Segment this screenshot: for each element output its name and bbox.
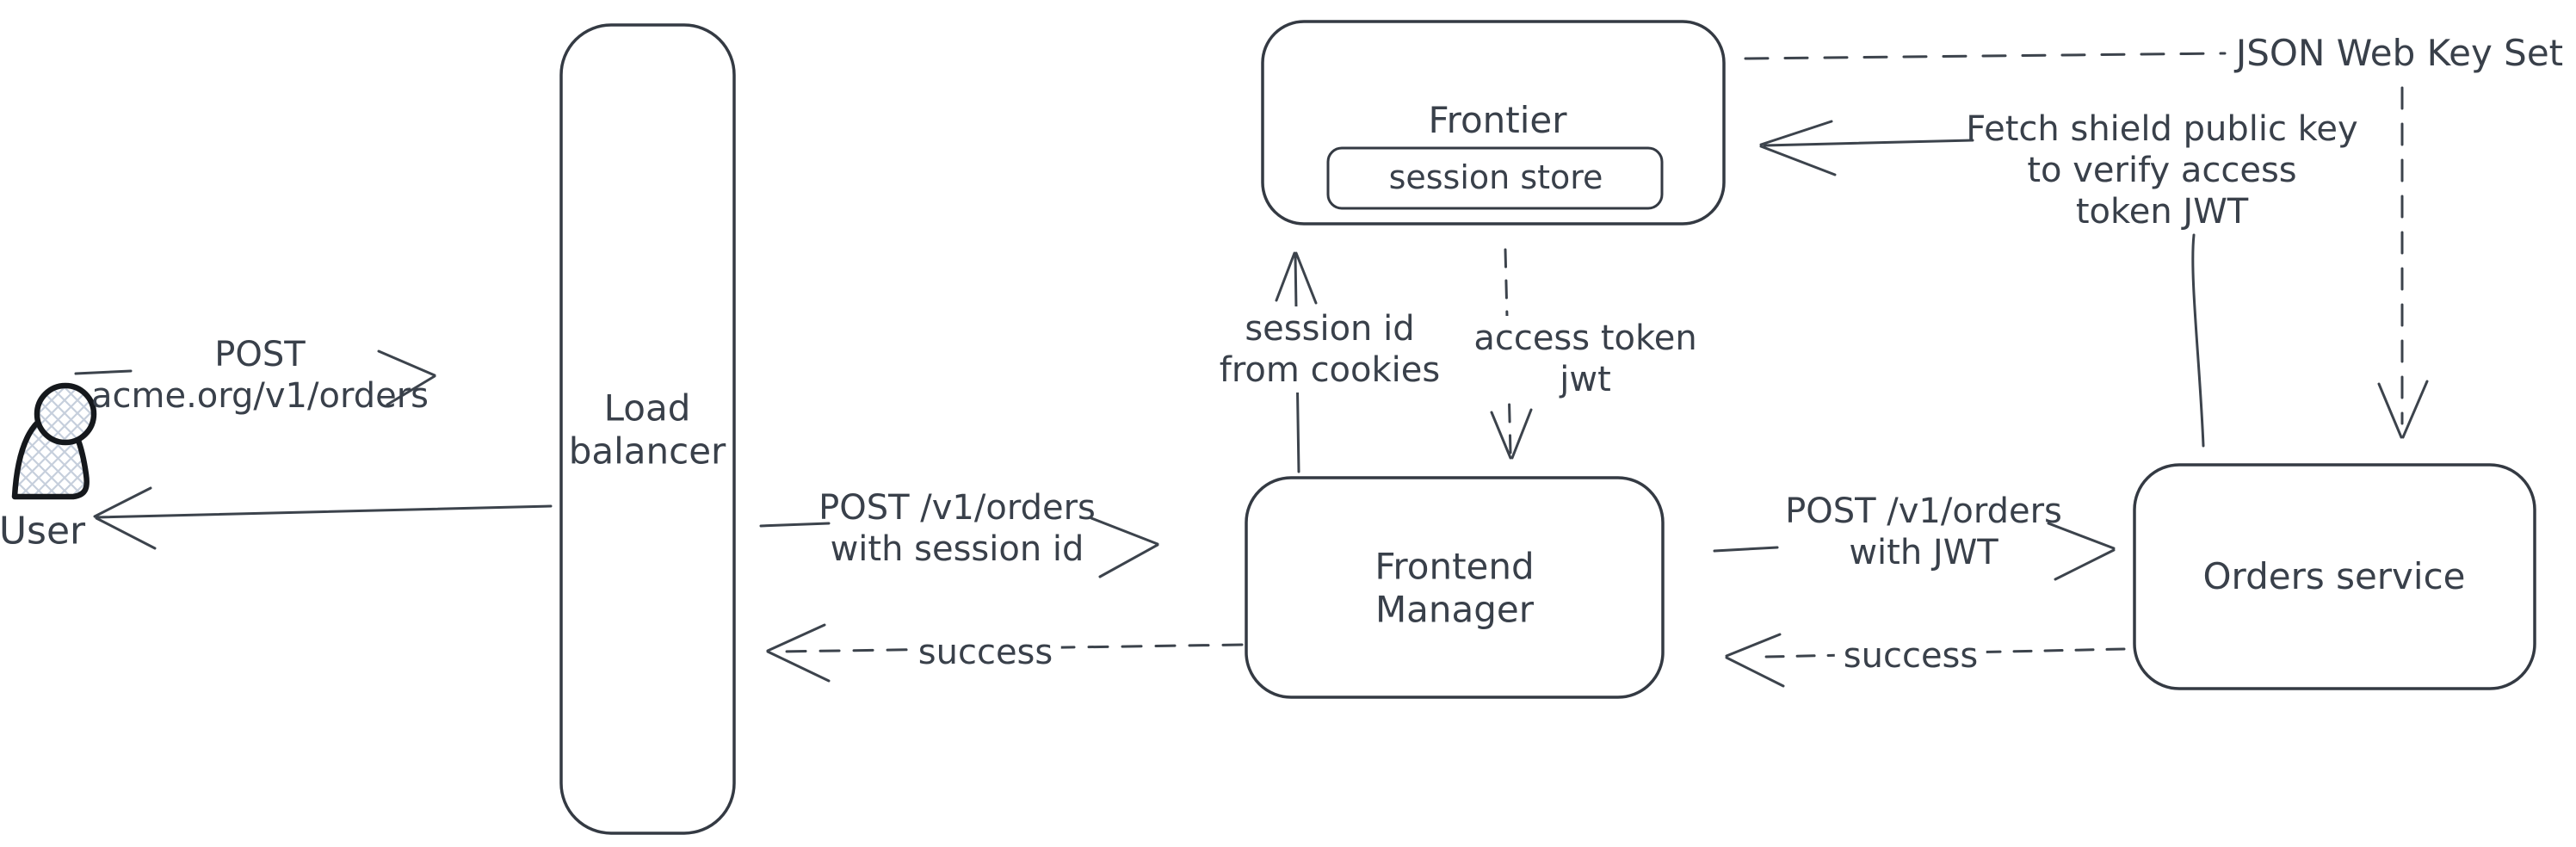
- load-balancer-node[interactable]: [559, 23, 736, 835]
- arrow-jwks-to-orders[interactable]: [2377, 86, 2429, 439]
- edge-label-line: to verify access: [2027, 151, 2297, 190]
- load-balancer-label: Load balancer: [569, 387, 726, 474]
- edge-label-line: POST /v1/orders: [1785, 492, 2062, 531]
- edge-label-line: success: [1843, 636, 1979, 676]
- edge-label-line: session id: [1245, 309, 1415, 349]
- frontier-label-text: Frontier: [1428, 98, 1567, 141]
- edge-label-success-left: success: [909, 630, 1062, 675]
- user-node-label: User: [0, 510, 85, 555]
- edge-label-line: Fetch shield public key: [1966, 109, 2358, 149]
- arrow-orders-to-fm-success[interactable]: [1725, 633, 2126, 688]
- edge-label-line: from cookies: [1219, 350, 1441, 390]
- edge-label-post-orders: POST acme.org/v1/orders: [91, 334, 429, 417]
- load-balancer-label-line1: Load: [603, 386, 691, 430]
- load-balancer-label-line2: balancer: [568, 430, 726, 473]
- edge-label-post-session-id: POST /v1/orders with session id: [819, 487, 1096, 570]
- arrow-fm-to-lb-success[interactable]: [766, 623, 1244, 683]
- frontier-label: Frontier: [1428, 99, 1566, 142]
- arrow-orders-to-frontier[interactable]: [1759, 120, 2205, 448]
- edge-label-line: with JWT: [1849, 533, 1998, 572]
- line-frontier-to-jwks[interactable]: [1744, 52, 2227, 60]
- edge-label-line: JSON Web Key Set: [2235, 31, 2564, 74]
- arrow-fm-to-orders[interactable]: [1713, 522, 2116, 581]
- edge-label-success-right: success: [1834, 634, 1987, 678]
- edge-label-line: POST /v1/orders: [819, 488, 1096, 528]
- edge-label-line: POST: [214, 335, 306, 374]
- edge-label-fetch-public-key: Fetch shield public key to verify access…: [1966, 108, 2357, 232]
- edge-label-post-jwt: POST /v1/orders with JWT: [1785, 491, 2062, 573]
- orders-service-label-text: Orders service: [2202, 554, 2466, 597]
- arrow-lb-to-user[interactable]: [93, 486, 553, 550]
- user-label-text: User: [0, 509, 86, 553]
- edge-label-line: token JWT: [2075, 192, 2249, 232]
- edge-label-line: with session id: [830, 529, 1084, 569]
- edge-label-line: acme.org/v1/orders: [91, 376, 429, 416]
- edge-label-access-token-jwt: access token jwt: [1465, 316, 1706, 402]
- frontend-manager-label-line1: Frontend: [1374, 545, 1535, 588]
- jwks-label: JSON Web Key Set: [2236, 32, 2563, 75]
- session-store-label-text: session store: [1388, 158, 1603, 197]
- frontend-manager-node[interactable]: [1245, 476, 1665, 699]
- frontend-manager-label: Frontend Manager: [1374, 546, 1534, 633]
- edge-label-line: access token: [1473, 318, 1697, 358]
- frontend-manager-label-line2: Manager: [1374, 589, 1535, 631]
- edge-label-session-id-cookies: session id from cookies: [1210, 306, 1449, 393]
- orders-service-node[interactable]: [2133, 463, 2536, 690]
- arrow-user-to-lb[interactable]: [74, 349, 436, 406]
- user-icon[interactable]: [11, 382, 97, 500]
- session-store-node[interactable]: [1326, 146, 1664, 210]
- edge-label-line: jwt: [1560, 360, 1611, 399]
- session-store-label: session store: [1389, 158, 1603, 198]
- arrow-lb-to-fm[interactable]: [759, 516, 1159, 578]
- edge-label-line: success: [917, 633, 1053, 672]
- orders-service-label: Orders service: [2202, 555, 2465, 598]
